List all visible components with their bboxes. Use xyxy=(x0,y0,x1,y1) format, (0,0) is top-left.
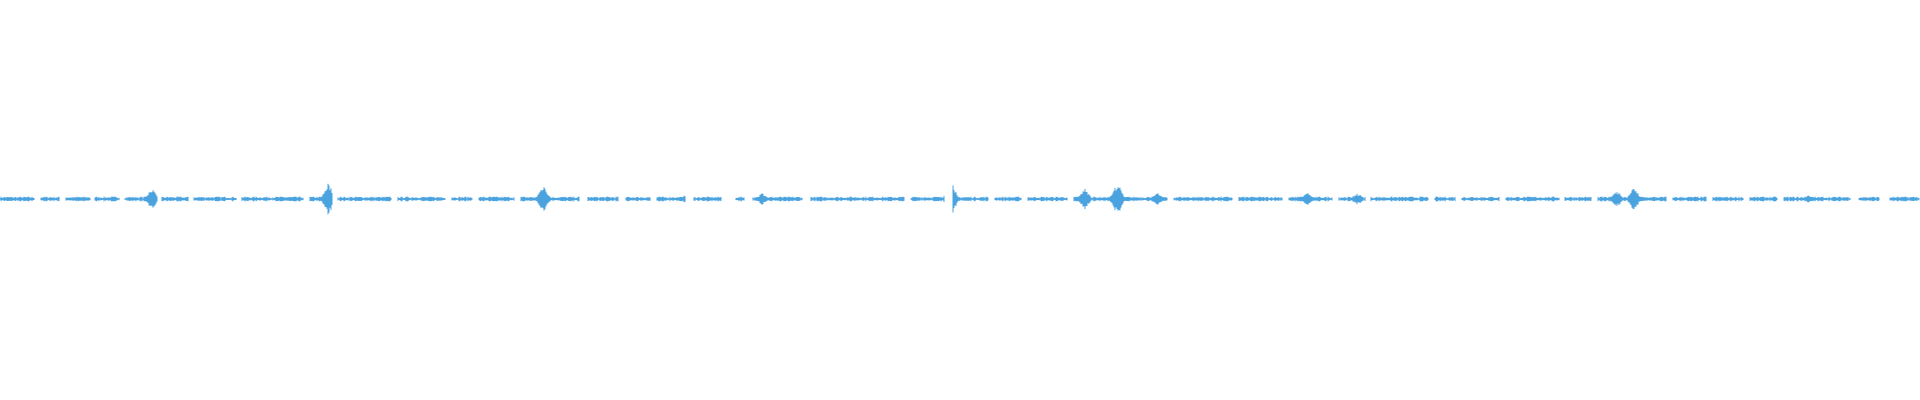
waveform-trace xyxy=(0,183,1920,215)
